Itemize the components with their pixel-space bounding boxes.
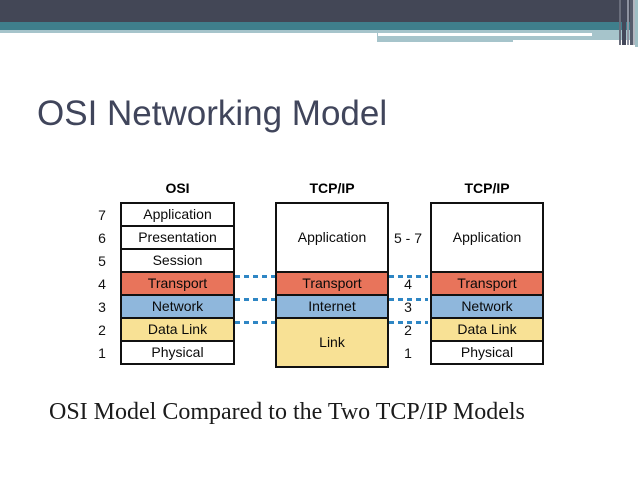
header-deco-step [513,40,638,42]
osi-layer-stack: Application Presentation Session Transpo… [120,202,235,365]
tcpip4-layer-link: Link [277,319,387,366]
tcpip5-layer-number: 1 [404,345,412,361]
osi-layer-number: 6 [98,230,106,246]
edge-stripe [630,0,633,45]
osi-layer-number: 5 [98,253,106,269]
tcpip5-layer-physical: Physical [432,342,542,363]
tcpip4-layer-internet: Internet [277,296,387,319]
osi-layer-presentation: Presentation [122,227,233,250]
tcpip-4layer-stack: Application Transport Internet Link [275,202,389,368]
tcpip4-layer-application: Application [277,204,387,273]
dashed-connector [235,321,275,324]
dashed-connector [235,298,275,301]
dashed-connector [389,275,428,278]
osi-layer-application: Application [122,204,233,227]
osi-layer-physical: Physical [122,342,233,363]
osi-layer-transport: Transport [122,273,233,296]
tcpip5-layer-application: Application [432,204,542,273]
dashed-connector [389,298,428,301]
tcpip5-layer-network: Network [432,296,542,319]
osi-layer-number: 3 [98,299,106,315]
osi-column-header: OSI [165,180,190,196]
slide-title: OSI Networking Model [37,94,388,133]
osi-layer-number: 2 [98,322,106,338]
osi-layer-number: 7 [98,207,106,223]
osi-layer-numbers: 7 6 5 4 3 2 1 [88,204,116,365]
osi-layer-session: Session [122,250,233,273]
edge-stripe [635,0,638,47]
osi-layer-datalink: Data Link [122,319,233,342]
tcpip5-layer-number: 2 [404,322,412,338]
header-bar-dark [0,0,638,22]
edge-stripe [622,0,626,45]
header-deco-right-block [377,33,638,42]
header-bar-light-teal [0,30,638,33]
tcpip5-layer-datalink: Data Link [432,319,542,342]
dashed-connector [235,275,275,278]
edge-stripe [619,0,621,45]
dashed-connector [389,321,428,324]
tcpip5-layer-transport: Transport [432,273,542,296]
slide-caption: OSI Model Compared to the Two TCP/IP Mod… [49,399,525,425]
tcpip-4layer-column-header: TCP/IP [309,180,355,196]
tcpip4-layer-transport: Transport [277,273,387,296]
tcpip-5layer-column-header: TCP/IP [464,180,510,196]
header-bar-teal [0,22,638,30]
tcpip5-layer-number: 4 [404,276,412,292]
header-deco-white-line [378,33,592,36]
tcpip5-layer-number: 5 - 7 [393,230,422,246]
osi-layer-number: 1 [98,345,106,361]
tcpip5-layer-number: 3 [404,299,412,315]
osi-layer-network: Network [122,296,233,319]
tcpip-5layer-stack: Application Transport Network Data Link … [430,202,544,365]
edge-stripe [627,0,629,45]
tcpip5-layer-numbers: 5 - 7 4 3 2 1 [390,204,426,365]
osi-layer-number: 4 [98,276,106,292]
edge-stripe [633,0,635,45]
